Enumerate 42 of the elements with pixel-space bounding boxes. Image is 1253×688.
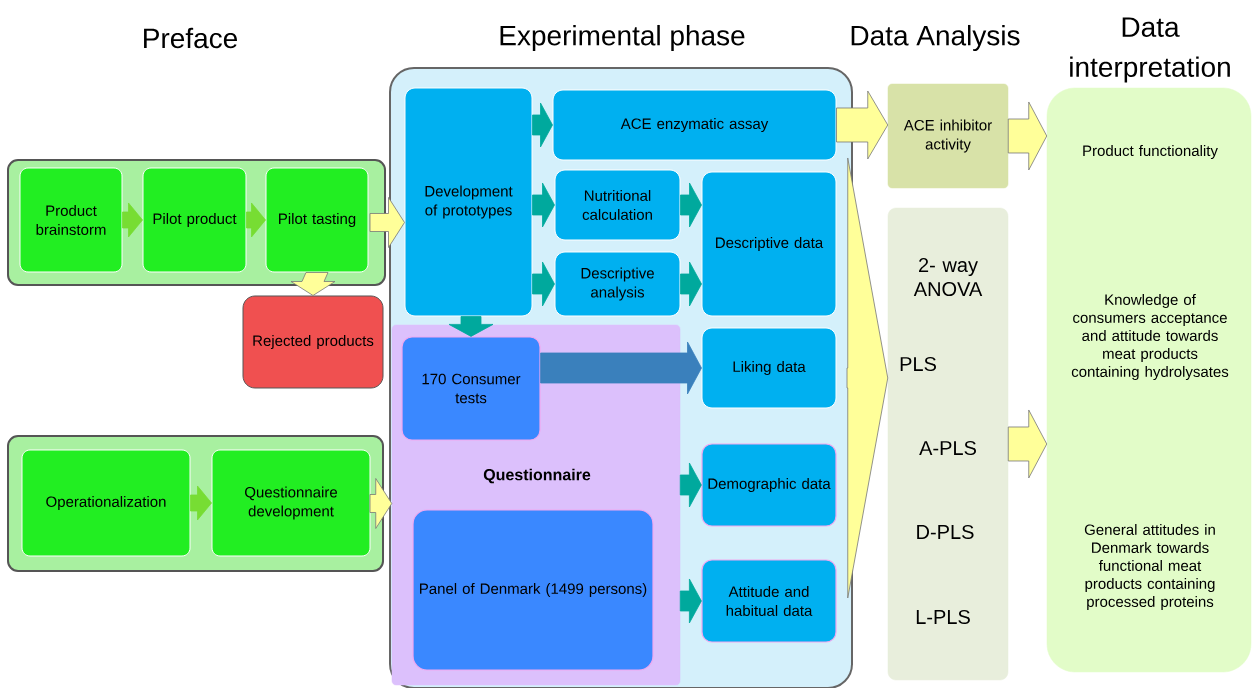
- rejected-box: Rejected products: [242, 295, 384, 389]
- block-arrow: [679, 578, 702, 624]
- panel-box: Panel of Denmark (1499 persons): [412, 509, 654, 671]
- block-arrow: [846, 157, 889, 599]
- block-arrow: [122, 202, 143, 238]
- block-arrow: [532, 102, 553, 148]
- process-box: ACE enzymatic assay: [552, 89, 837, 161]
- block-arrow: [532, 182, 555, 228]
- data-box: Demographic data: [701, 443, 837, 527]
- process-box: Product brainstorm: [19, 167, 123, 273]
- data-box: Liking data: [701, 327, 837, 409]
- block-arrow: [290, 272, 336, 296]
- interpretation-panel: Product functionality Knowledge of consumers acceptance and attitude towards meat products containing hydrolysates General attitudes in Denmark towards functional meat products containing processed proteins: [1046, 87, 1252, 673]
- block-arrow: [532, 261, 555, 307]
- block-arrow: [680, 182, 702, 228]
- process-box: Questionnaire development: [211, 449, 371, 557]
- block-arrow: [369, 478, 393, 529]
- process-box: Descriptive analysis: [554, 251, 681, 317]
- process-box: Pilot product: [142, 167, 247, 273]
- column-heading: Data Analysis: [851, 24, 1020, 52]
- block-arrow: [1007, 409, 1048, 479]
- column-heading: Preface: [144, 27, 237, 49]
- column-heading: Data interpretation: [1070, 17, 1230, 83]
- block-arrow: [680, 261, 702, 307]
- process-box: Pilot tasting: [265, 167, 369, 273]
- block-arrow: [369, 197, 405, 248]
- data-box: Attitude and habitual data: [701, 559, 837, 643]
- block-arrow: [679, 462, 702, 508]
- method-panel: 2- way ANOVA PLS A-PLS D-PLS L-PLS: [887, 207, 1009, 681]
- block-arrow: [1007, 101, 1048, 171]
- data-box: Descriptive data: [701, 171, 837, 317]
- process-box: Operationalization: [21, 449, 191, 557]
- process-box: Nutritional calculation: [554, 169, 681, 241]
- block-arrow: [246, 202, 266, 238]
- block-arrow: [836, 90, 889, 160]
- block-arrow: [190, 485, 212, 521]
- block-arrow: [540, 341, 702, 395]
- result-box: ACE inhibitor activity: [887, 83, 1009, 189]
- block-arrow: [448, 316, 494, 337]
- process-box: 170 Consumer tests: [401, 336, 541, 441]
- process-box: Development of prototypes: [404, 87, 533, 317]
- column-heading: Experimental phase: [500, 24, 745, 52]
